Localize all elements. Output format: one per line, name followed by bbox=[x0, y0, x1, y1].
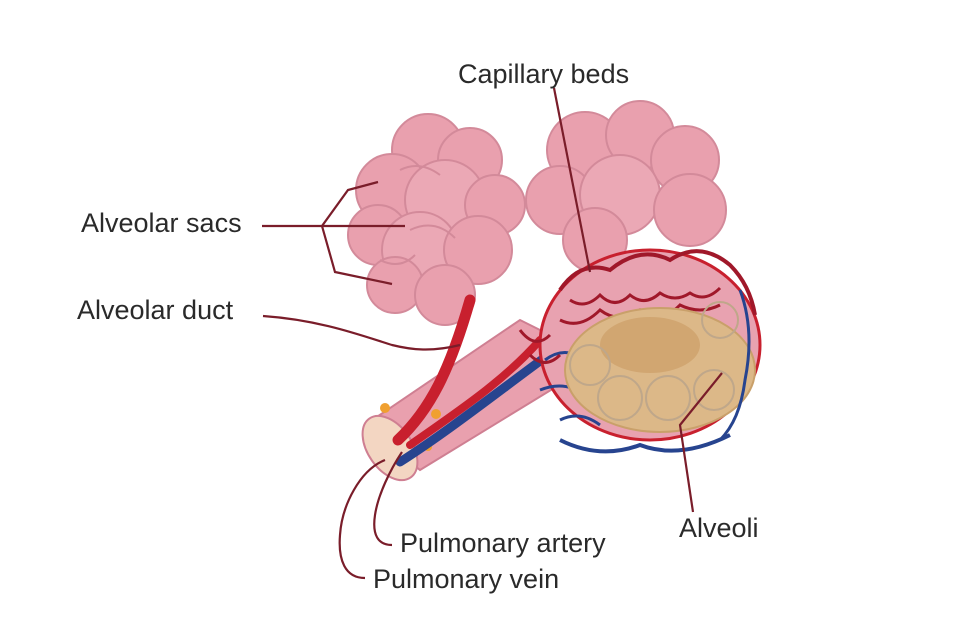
leader-alveoli bbox=[678, 372, 723, 513]
label-alveoli: Alveoli bbox=[679, 513, 759, 543]
leader-alveolar-duct bbox=[262, 314, 461, 351]
blood-vessels bbox=[392, 294, 560, 467]
leader-alveolar-sacs bbox=[262, 180, 405, 286]
label-pulmonary-artery: Pulmonary artery bbox=[400, 528, 606, 558]
leader-pulmonary-vein bbox=[338, 458, 386, 580]
label-alveolar-duct: Alveolar duct bbox=[77, 295, 234, 325]
label-capillary-beds: Capillary beds bbox=[458, 59, 630, 89]
capillary-network bbox=[518, 248, 762, 454]
leader-pulmonary-artery bbox=[373, 451, 403, 547]
left-alveolar-sac-cluster bbox=[347, 113, 526, 326]
label-alveolar-sacs: Alveolar sacs bbox=[81, 208, 242, 238]
leader-capillary-beds bbox=[552, 87, 592, 273]
leader-lines bbox=[262, 87, 723, 580]
label-pulmonary-vein: Pulmonary vein bbox=[373, 564, 560, 594]
right-alveolar-sac-cluster bbox=[525, 100, 727, 273]
